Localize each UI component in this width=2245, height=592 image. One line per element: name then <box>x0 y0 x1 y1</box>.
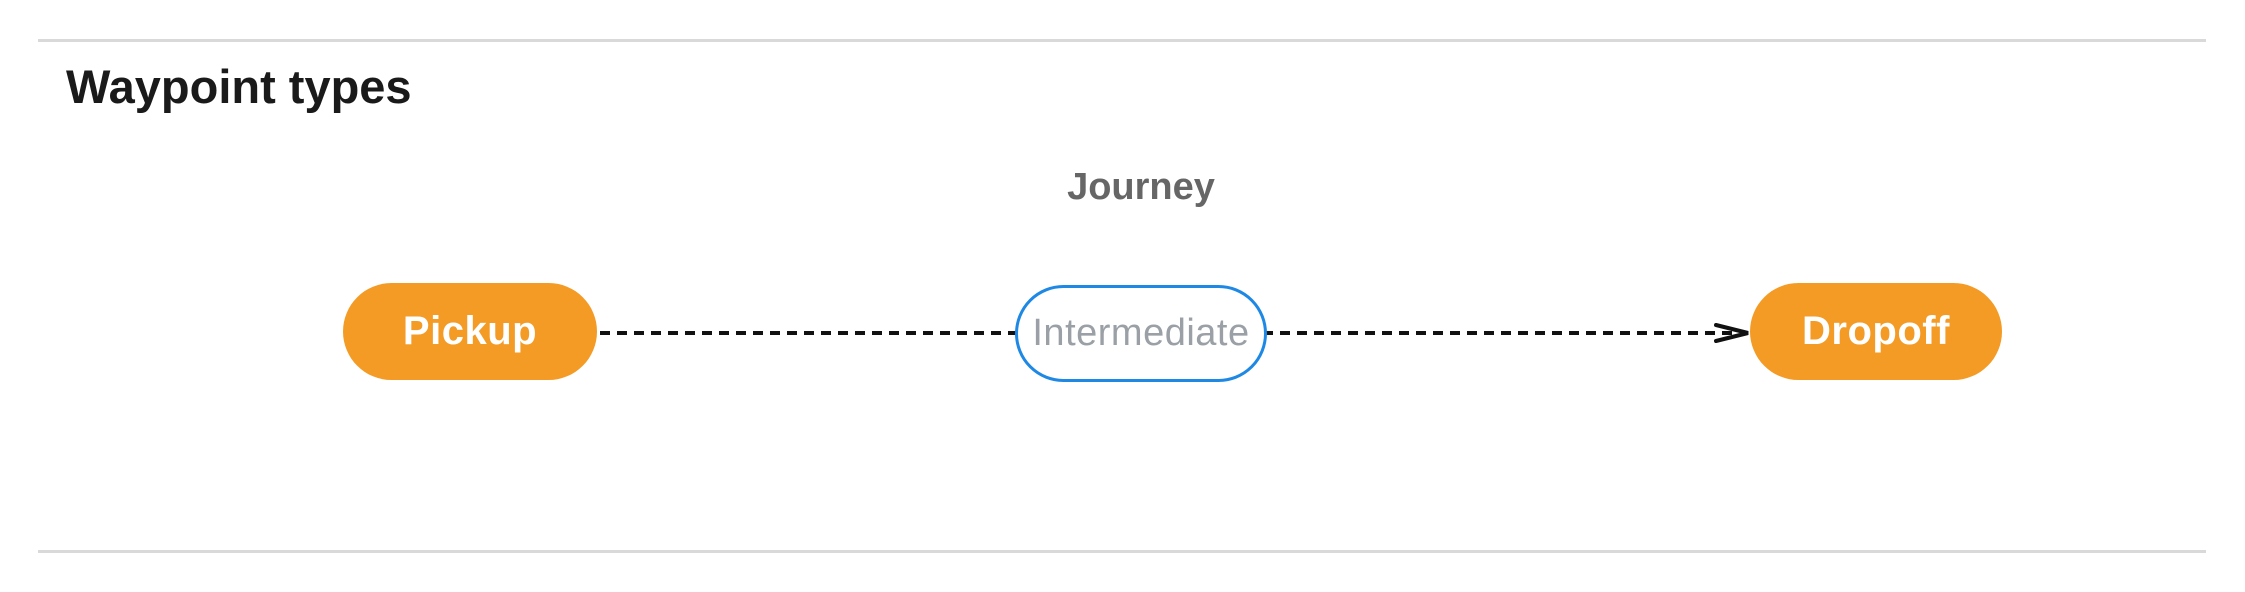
node-dropoff: Dropoff <box>1750 283 2002 380</box>
node-intermediate: Intermediate <box>1015 285 1267 382</box>
page-title: Waypoint types <box>66 60 412 113</box>
node-pickup: Pickup <box>343 283 597 380</box>
journey-label: Journey <box>1067 166 1215 208</box>
node-pickup-label: Pickup <box>402 309 538 353</box>
node-dropoff-label: Dropoff <box>1802 309 1950 353</box>
top-divider <box>38 39 2206 42</box>
bottom-divider <box>38 550 2206 553</box>
node-intermediate-label: Intermediate <box>1032 312 1250 354</box>
